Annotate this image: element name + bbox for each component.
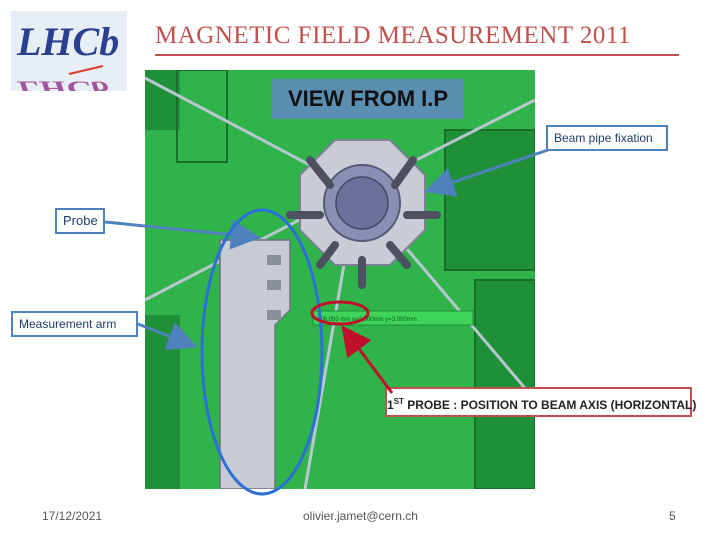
lhcb-logo: LHCb LHCb: [11, 11, 127, 91]
callout-measurement-arm: Measurement arm: [11, 311, 138, 337]
probe-position-label: 1ST PROBE : POSITION TO BEAM AXIS (HORIZ…: [385, 387, 696, 417]
probe-position-superscript: ST: [393, 397, 404, 406]
probe-position-text: PROBE : POSITION TO BEAM AXIS (HORIZONTA…: [403, 398, 697, 412]
callout-beam-pipe: Beam pipe fixation: [546, 125, 668, 151]
footer-date: 17/12/2021: [42, 509, 103, 523]
callout-probe-text: Probe: [63, 213, 98, 228]
callout-probe: Probe: [55, 208, 105, 234]
callout-beam-pipe-text: Beam pipe fixation: [554, 131, 653, 145]
footer-author: olivier.jamet@cern.ch: [303, 509, 418, 523]
logo-text: LHCb: [16, 19, 119, 64]
slide-title: MAGNETIC FIELD MEASUREMENT 2011: [155, 22, 631, 49]
logo-reflection: LHCb: [16, 77, 109, 91]
cad-view-image: 106.050 mm x=0.000mm y=3.000mm: [145, 70, 535, 489]
footer-page-number: 5: [669, 509, 676, 523]
probe-position-prefix: 1: [387, 398, 394, 412]
view-from-ip-label: VIEW FROM I.P: [272, 79, 464, 119]
svg-text:106.050 mm x=0.000mm y=3.00: 106.050 mm x=0.000mm y=3.000mm: [317, 317, 417, 323]
callout-measurement-arm-text: Measurement arm: [19, 317, 117, 331]
title-underline: [155, 54, 679, 56]
